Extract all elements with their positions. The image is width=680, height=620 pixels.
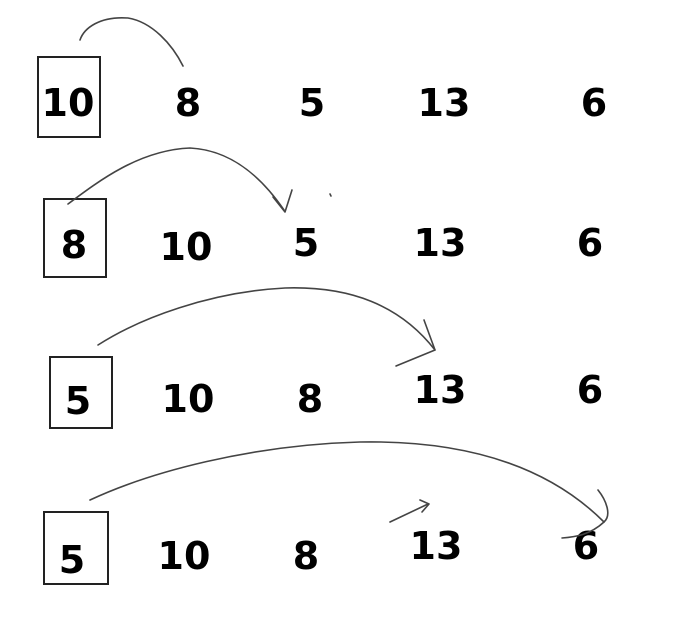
row-4-value-2: 10 — [158, 534, 211, 578]
row-1-value-5: 6 — [581, 81, 607, 125]
row-3-value-3: 8 — [297, 377, 323, 421]
row-4-value-3: 8 — [293, 534, 319, 578]
row-2-value-1: 8 — [61, 223, 87, 267]
row-1: 10 8 5 13 6 — [37, 17, 607, 138]
current-min-box — [37, 56, 101, 138]
row-3: 5 10 8 13 6 — [49, 287, 603, 429]
row-2-value-4: 13 — [414, 221, 467, 265]
swap-arrow — [89, 441, 605, 523]
arrowhead-icon — [272, 189, 293, 213]
current-min-box — [43, 511, 109, 585]
small-arrow — [389, 503, 429, 523]
row-4-value-4: 13 — [410, 524, 463, 568]
row-3-value-2: 10 — [162, 377, 215, 421]
row-1-value-3: 5 — [299, 81, 325, 125]
row-3-value-1: 5 — [65, 379, 91, 423]
row-1-value-1: 10 — [42, 81, 95, 125]
row-4-value-1: 5 — [59, 538, 85, 582]
swap-arrow — [97, 287, 436, 351]
swap-arrow — [67, 147, 285, 211]
row-4-value-5: 6 — [573, 524, 599, 568]
row-1-value-4: 13 — [418, 81, 471, 125]
arrowhead-icon — [561, 489, 609, 539]
row-3-value-5: 6 — [577, 368, 603, 412]
arrowhead-icon — [419, 499, 430, 513]
current-min-box — [49, 356, 113, 429]
row-2-value-3: 5 — [293, 221, 319, 265]
arrowhead-icon — [395, 319, 436, 367]
row-1-value-2: 8 — [175, 81, 201, 125]
row-4: 5 10 8 13 6 — [43, 441, 609, 585]
row-2-value-2: 10 — [160, 225, 213, 269]
stray-mark — [329, 193, 332, 197]
swap-arrow — [79, 17, 184, 67]
row-3-value-4: 13 — [414, 368, 467, 412]
row-2-value-5: 6 — [577, 221, 603, 265]
row-2: 8 10 5 13 6 — [43, 147, 603, 278]
